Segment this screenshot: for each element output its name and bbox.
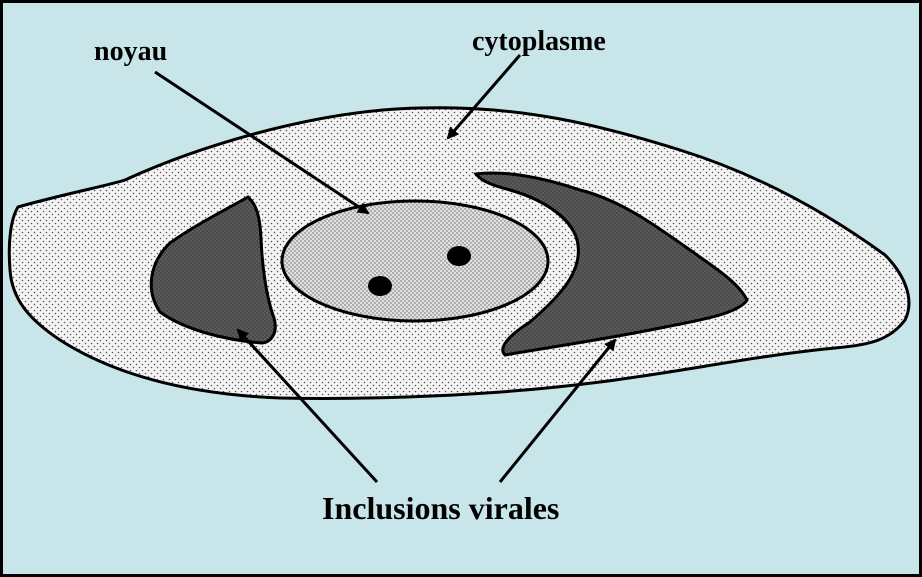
viral-inclusion-right: [473, 171, 749, 357]
arrow-inclusion-right: [498, 338, 617, 483]
nucleus-shape: [280, 199, 550, 323]
label-cytoplasme: cytoplasme: [472, 26, 606, 57]
arrow-inclusion-left: [236, 328, 379, 484]
arrow-noyau: [154, 70, 370, 215]
label-inclusions-virales: Inclusions virales: [322, 490, 559, 526]
nucleolus-right: [447, 246, 471, 266]
nucleolus-left: [368, 276, 392, 296]
arrow-cytoplasme: [446, 54, 522, 140]
label-noyau: noyau: [94, 36, 167, 67]
